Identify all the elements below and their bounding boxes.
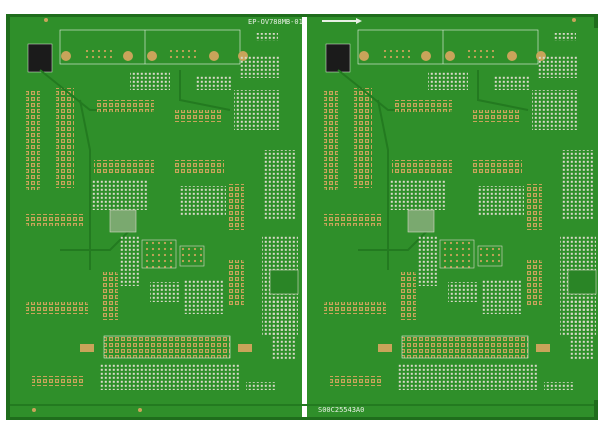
direction-arrow: [322, 18, 362, 24]
panel-code-label: S00C25543A0: [318, 406, 364, 414]
pcb-board-right: [310, 28, 598, 400]
pcb-board-left: [12, 28, 300, 400]
panel-separator: [302, 17, 307, 417]
bottom-rail-line: [10, 404, 594, 406]
board-id-label: EP-OV788MB-01: [248, 18, 303, 26]
